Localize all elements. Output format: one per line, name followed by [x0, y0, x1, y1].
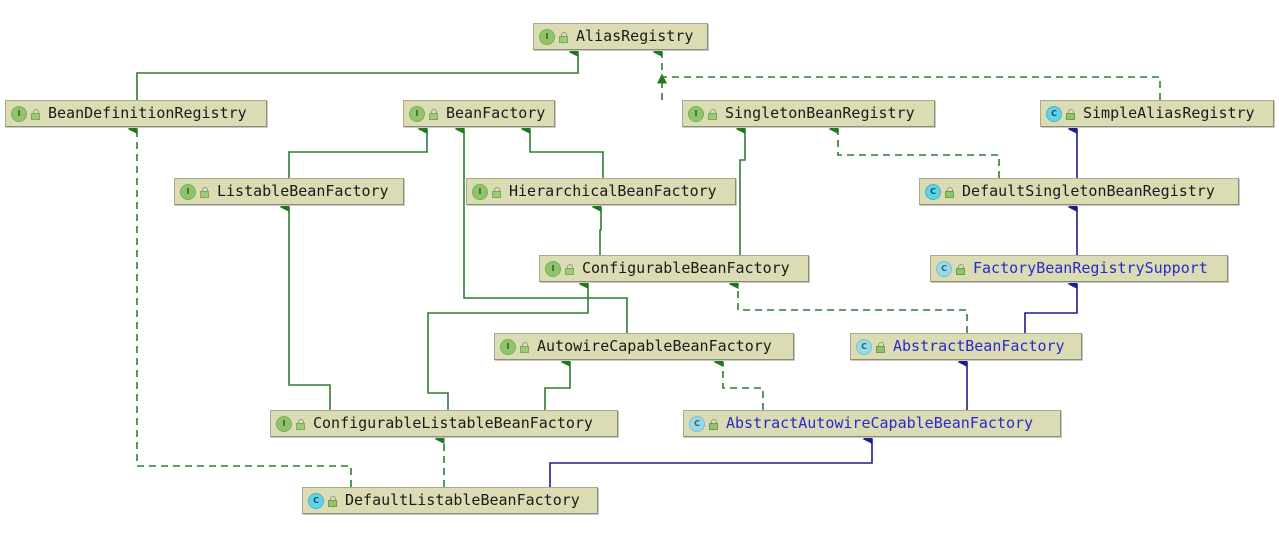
node-label: FactoryBeanRegistrySupport: [973, 259, 1208, 277]
node-AliasRegistry[interactable]: I AliasRegistry: [533, 23, 708, 50]
class-icon: C: [925, 183, 941, 200]
public-lock-icon: [564, 263, 575, 275]
node-label: AutowireCapableBeanFactory: [537, 337, 772, 355]
edge-SimpleAliasRegistry-to-AliasRegistry: [652, 47, 1161, 100]
class-icon: C: [308, 492, 324, 509]
node-label: ListableBeanFactory: [217, 182, 389, 200]
node-FactoryBeanRegistrySupport[interactable]: C FactoryBeanRegistrySupport: [930, 255, 1228, 282]
node-label: AbstractBeanFactory: [893, 337, 1065, 355]
class-icon: C: [689, 415, 705, 432]
interface-icon: I: [472, 183, 488, 200]
node-label: AbstractAutowireCapableBeanFactory: [726, 414, 1034, 432]
edge-ListableBeanFactory-to-BeanFactory: [288, 124, 428, 178]
node-label: ConfigurableListableBeanFactory: [313, 414, 593, 432]
node-label: DefaultSingletonBeanRegistry: [962, 182, 1215, 200]
public-lock-icon: [1065, 108, 1076, 120]
interface-icon: I: [276, 415, 292, 432]
node-ConfigurableListableBeanFactory[interactable]: I ConfigurableListableBeanFactory: [270, 410, 618, 437]
node-ListableBeanFactory[interactable]: I ListableBeanFactory: [174, 178, 404, 205]
node-label: DefaultListableBeanFactory: [345, 491, 580, 509]
node-DefaultSingletonBeanRegistry[interactable]: C DefaultSingletonBeanRegistry: [919, 178, 1239, 205]
interface-icon: I: [539, 28, 555, 45]
class-icon: C: [856, 338, 872, 355]
public-lock-icon: [519, 341, 530, 353]
node-label: BeanDefinitionRegistry: [48, 104, 247, 122]
edge-DefaultListableBeanFactory-to-AbstractAutowireCapableBeanFactory: [549, 434, 873, 487]
interface-icon: I: [180, 183, 196, 200]
edge-ConfigurableListableBeanFactory-to-AutowireCapableBeanFactory: [544, 357, 571, 410]
node-AbstractBeanFactory[interactable]: C AbstractBeanFactory: [850, 333, 1082, 360]
node-HierarchicalBeanFactory[interactable]: I HierarchicalBeanFactory: [466, 178, 736, 205]
edge-AbstractBeanFactory-to-ConfigurableBeanFactory: [728, 279, 968, 333]
class-icon: C: [936, 260, 952, 277]
edge-ConfigurableListableBeanFactory-to-ConfigurableBeanFactory: [427, 279, 589, 410]
public-lock-icon: [199, 186, 210, 198]
public-lock-icon: [955, 263, 966, 275]
node-ConfigurableBeanFactory[interactable]: I ConfigurableBeanFactory: [539, 255, 809, 282]
interface-icon: I: [500, 338, 516, 355]
public-lock-icon: [428, 108, 439, 120]
edge-AutowireCapableBeanFactory-to-BeanFactory: [454, 124, 628, 333]
interface-icon: I: [409, 105, 425, 122]
node-label: SimpleAliasRegistry: [1083, 104, 1255, 122]
node-AutowireCapableBeanFactory[interactable]: I AutowireCapableBeanFactory: [494, 333, 794, 360]
public-lock-icon: [491, 186, 502, 198]
interface-icon: I: [11, 105, 27, 122]
node-DefaultListableBeanFactory[interactable]: C DefaultListableBeanFactory: [302, 487, 598, 514]
node-label: BeanFactory: [446, 104, 546, 122]
public-lock-icon: [327, 495, 338, 507]
public-lock-icon: [295, 418, 306, 430]
edge-HierarchicalBeanFactory-to-BeanFactory: [520, 124, 604, 178]
public-lock-icon: [30, 108, 41, 120]
node-AbstractAutowireCapableBeanFactory[interactable]: C AbstractAutowireCapableBeanFactory: [683, 410, 1061, 437]
node-BeanDefinitionRegistry[interactable]: I BeanDefinitionRegistry: [5, 100, 267, 127]
node-BeanFactory[interactable]: I BeanFactory: [403, 100, 555, 127]
node-SingletonBeanRegistry[interactable]: I SingletonBeanRegistry: [682, 100, 935, 127]
edge-AbstractAutowireCapableBeanFactory-to-AutowireCapableBeanFactory: [713, 357, 764, 410]
node-SimpleAliasRegistry[interactable]: C SimpleAliasRegistry: [1040, 100, 1274, 127]
edge-ConfigurableBeanFactory-to-HierarchicalBeanFactory: [591, 202, 602, 255]
node-label: AliasRegistry: [576, 27, 694, 45]
node-label: HierarchicalBeanFactory: [509, 182, 717, 200]
edge-DefaultSingletonBeanRegistry-to-SingletonBeanRegistry: [828, 124, 1000, 178]
public-lock-icon: [707, 108, 718, 120]
edge-BeanDefinitionRegistry-to-AliasRegistry: [136, 47, 579, 100]
public-lock-icon: [708, 418, 719, 430]
node-label: SingletonBeanRegistry: [725, 104, 915, 122]
public-lock-icon: [944, 186, 955, 198]
class-icon: C: [1046, 105, 1062, 122]
edge-ConfigurableBeanFactory-to-SingletonBeanRegistry: [735, 124, 746, 255]
edge-AbstractBeanFactory-to-FactoryBeanRegistrySupport: [1024, 279, 1078, 333]
interface-icon: I: [545, 260, 561, 277]
public-lock-icon: [558, 31, 569, 43]
interface-icon: I: [688, 105, 704, 122]
edge-ConfigurableListableBeanFactory-to-ListableBeanFactory: [279, 202, 331, 410]
public-lock-icon: [875, 341, 886, 353]
node-label: ConfigurableBeanFactory: [582, 259, 790, 277]
